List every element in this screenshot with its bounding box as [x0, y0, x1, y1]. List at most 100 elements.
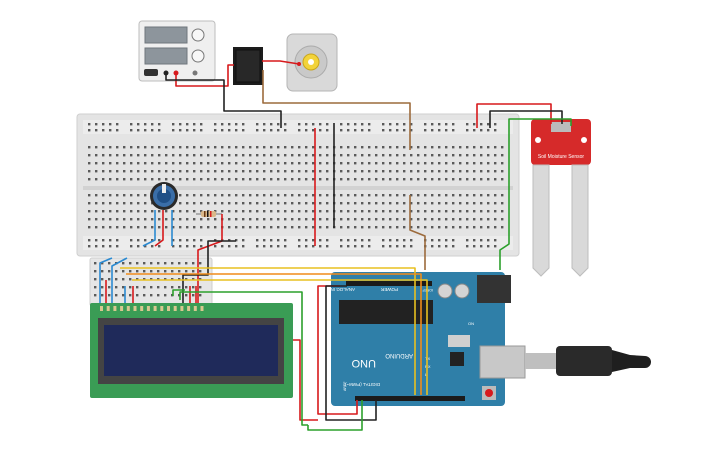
breadboard-hole[interactable] [459, 154, 462, 157]
breadboard-hole[interactable] [368, 162, 371, 165]
breadboard-hole[interactable] [109, 226, 112, 229]
breadboard-hole[interactable] [242, 218, 245, 221]
breadboard-hole[interactable] [389, 123, 392, 126]
breadboard-hole[interactable] [235, 162, 238, 165]
current-knob[interactable] [191, 49, 205, 63]
breadboard-hole[interactable] [473, 202, 476, 205]
breadboard-hole[interactable] [249, 178, 252, 181]
breadboard-hole[interactable] [109, 123, 112, 126]
breadboard-hole[interactable] [214, 123, 217, 126]
breadboard-hole[interactable] [298, 226, 301, 229]
breadboard-hole[interactable] [501, 146, 504, 149]
mini-breadboard-hole[interactable] [157, 286, 160, 289]
breadboard-hole[interactable] [235, 202, 238, 205]
breadboard-hole[interactable] [312, 123, 315, 126]
breadboard-hole[interactable] [480, 202, 483, 205]
breadboard-hole[interactable] [123, 202, 126, 205]
breadboard-hole[interactable] [207, 202, 210, 205]
breadboard-hole[interactable] [88, 123, 91, 126]
breadboard-hole[interactable] [305, 123, 308, 126]
breadboard-hole[interactable] [200, 210, 203, 213]
breadboard-hole[interactable] [95, 162, 98, 165]
breadboard-hole[interactable] [291, 146, 294, 149]
breadboard-hole[interactable] [417, 146, 420, 149]
breadboard-hole[interactable] [172, 170, 175, 173]
breadboard-hole[interactable] [473, 245, 476, 248]
breadboard-hole[interactable] [158, 178, 161, 181]
breadboard-hole[interactable] [130, 218, 133, 221]
breadboard-hole[interactable] [375, 178, 378, 181]
breadboard-hole[interactable] [354, 202, 357, 205]
mini-breadboard-hole[interactable] [108, 278, 111, 281]
breadboard-hole[interactable] [249, 162, 252, 165]
breadboard-hole[interactable] [382, 146, 385, 149]
breadboard-hole[interactable] [221, 194, 224, 197]
breadboard-hole[interactable] [431, 245, 434, 248]
breadboard-hole[interactable] [375, 170, 378, 173]
breadboard-hole[interactable] [263, 129, 266, 132]
breadboard-hole[interactable] [305, 129, 308, 132]
breadboard-hole[interactable] [361, 226, 364, 229]
breadboard-hole[interactable] [158, 245, 161, 248]
breadboard-hole[interactable] [298, 202, 301, 205]
breadboard-hole[interactable] [438, 146, 441, 149]
breadboard-hole[interactable] [200, 194, 203, 197]
breadboard-hole[interactable] [480, 194, 483, 197]
breadboard-hole[interactable] [424, 162, 427, 165]
relay-module[interactable] [233, 47, 263, 85]
breadboard-hole[interactable] [375, 194, 378, 197]
wire-black-ps-relay[interactable] [165, 73, 282, 128]
breadboard-hole[interactable] [403, 202, 406, 205]
breadboard-hole[interactable] [340, 162, 343, 165]
breadboard-hole[interactable] [172, 154, 175, 157]
breadboard-hole[interactable] [396, 239, 399, 242]
breadboard-hole[interactable] [109, 178, 112, 181]
mini-breadboard-hole[interactable] [192, 262, 195, 265]
breadboard-hole[interactable] [396, 170, 399, 173]
breadboard-hole[interactable] [200, 239, 203, 242]
breadboard-hole[interactable] [158, 129, 161, 132]
breadboard-hole[interactable] [452, 146, 455, 149]
breadboard-hole[interactable] [137, 162, 140, 165]
breadboard-hole[interactable] [424, 210, 427, 213]
breadboard-hole[interactable] [228, 226, 231, 229]
breadboard-hole[interactable] [326, 245, 329, 248]
breadboard-hole[interactable] [95, 146, 98, 149]
breadboard-hole[interactable] [368, 245, 371, 248]
breadboard-hole[interactable] [361, 146, 364, 149]
breadboard-hole[interactable] [207, 162, 210, 165]
breadboard-hole[interactable] [144, 210, 147, 213]
breadboard-hole[interactable] [95, 194, 98, 197]
breadboard-hole[interactable] [102, 218, 105, 221]
breadboard-hole[interactable] [95, 245, 98, 248]
breadboard-hole[interactable] [137, 245, 140, 248]
breadboard-hole[interactable] [494, 123, 497, 126]
breadboard-hole[interactable] [256, 210, 259, 213]
breadboard-hole[interactable] [235, 210, 238, 213]
breadboard-hole[interactable] [487, 170, 490, 173]
lcd-pin[interactable] [100, 306, 103, 311]
breadboard-hole[interactable] [249, 146, 252, 149]
breadboard-hole[interactable] [347, 154, 350, 157]
breadboard-hole[interactable] [382, 129, 385, 132]
wire-yellow-lcd-3[interactable] [132, 279, 428, 395]
wire-orange-lcd-2[interactable] [126, 273, 422, 395]
breadboard-hole[interactable] [130, 194, 133, 197]
breadboard-hole[interactable] [431, 154, 434, 157]
breadboard-hole[interactable] [256, 129, 259, 132]
breadboard-hole[interactable] [277, 146, 280, 149]
breadboard-hole[interactable] [277, 210, 280, 213]
breadboard-hole[interactable] [116, 178, 119, 181]
breadboard-hole[interactable] [438, 178, 441, 181]
breadboard-hole[interactable] [165, 154, 168, 157]
breadboard-hole[interactable] [410, 162, 413, 165]
breadboard-hole[interactable] [347, 146, 350, 149]
mini-breadboard-hole[interactable] [185, 294, 188, 297]
breadboard-hole[interactable] [179, 129, 182, 132]
breadboard-hole[interactable] [123, 210, 126, 213]
breadboard-hole[interactable] [256, 154, 259, 157]
breadboard-hole[interactable] [242, 210, 245, 213]
lcd-pin[interactable] [173, 306, 177, 311]
breadboard-hole[interactable] [193, 245, 196, 248]
breadboard-hole[interactable] [277, 170, 280, 173]
